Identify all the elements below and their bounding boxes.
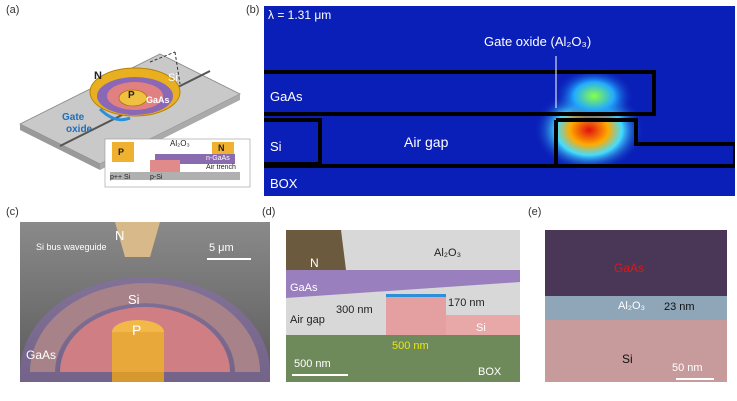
panel-c-p: P <box>132 322 142 338</box>
panel-b-air-gap: Air gap <box>404 134 449 150</box>
panel-a-gaas: GaAs <box>146 95 170 105</box>
panel-a-psi: p-Si <box>150 174 163 181</box>
panel-a-n2: N <box>218 143 225 153</box>
panel-a-gate: Gate <box>62 112 85 123</box>
panel-a-oxide: oxide <box>66 124 93 135</box>
panel-d-scale: 500 nm <box>294 358 331 370</box>
panel-b-mode-profile <box>264 6 735 196</box>
panel-e-scale: 50 nm <box>672 362 703 374</box>
panel-e-al2o3: Al₂O₃ <box>618 300 646 312</box>
panel-e-hrtem-image <box>545 230 727 382</box>
panel-e-label: (e) <box>528 206 542 218</box>
panel-d-box: BOX <box>478 366 502 378</box>
panel-a-n: N <box>94 70 102 82</box>
panel-d-dim170: 170 nm <box>448 297 485 309</box>
panel-b-si: Si <box>270 139 282 154</box>
panel-c-n: N <box>115 228 125 243</box>
panel-c-label: (c) <box>6 206 19 218</box>
panel-b-label: (b) <box>246 4 260 16</box>
panel-a-label: (a) <box>6 4 20 16</box>
panel-b-gate-oxide: Gate oxide (Al₂O₃) <box>484 34 592 49</box>
panel-a-airtrench: Air trench <box>206 164 236 171</box>
panel-d-label: (d) <box>262 206 276 218</box>
panel-b-box: BOX <box>270 176 298 191</box>
panel-d-n: N <box>310 256 319 270</box>
panel-d-air-gap: Air gap <box>290 314 325 326</box>
panel-c-si: Si <box>128 292 140 307</box>
panel-c-scale: 5 μm <box>209 242 234 254</box>
panel-b-gaas: GaAs <box>270 89 303 104</box>
panel-c-scale-bar <box>207 258 251 260</box>
panel-b-wavelength: λ = 1.31 μm <box>268 8 332 22</box>
panel-d-al2o3: Al₂O₃ <box>434 247 462 259</box>
panel-a-p2: P <box>118 147 125 157</box>
panel-d-si: Si <box>476 322 486 334</box>
panel-d-gaas: GaAs <box>290 282 318 294</box>
panel-d-dim500: 500 nm <box>392 340 429 352</box>
panel-c-sem-image <box>20 222 270 382</box>
panel-c-bus-label: Si bus waveguide <box>36 242 107 252</box>
panel-c-gaas: GaAs <box>26 348 57 362</box>
panel-a-ngaas: n-GaAs <box>206 155 230 162</box>
panel-e-gaas: GaAs <box>614 261 645 275</box>
panel-a-si: Si <box>168 72 178 84</box>
panel-d-dim300: 300 nm <box>336 304 373 316</box>
panel-e-dim23: 23 nm <box>664 301 695 313</box>
panel-d-scale-bar <box>292 374 348 376</box>
panel-a-al2o3: Al₂O₃ <box>170 139 190 148</box>
panel-e-scale-bar <box>676 378 714 380</box>
panel-e-si: Si <box>622 352 633 366</box>
panel-a-illustration <box>19 51 251 188</box>
panel-a-p: P <box>128 90 135 101</box>
panel-a-ppsi: p++ Si <box>110 174 131 181</box>
